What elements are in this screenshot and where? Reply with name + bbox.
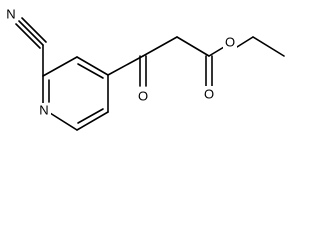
atom-label-ester-ether-o: O [223, 34, 237, 50]
atom-label-ketone-o: O [136, 88, 150, 104]
structure-diagram: N N O O O [4, 6, 285, 131]
ring-bond-c2-c3 [42, 56, 78, 77]
ester-ether-oxygen-label: O [225, 35, 235, 50]
ring-to-ketone-bond [107, 55, 144, 76]
ring-bond-c6-n1 [49, 112, 78, 131]
ester-to-ether-o-bond [208, 46, 225, 57]
ring-bond-c3-c4 [76, 56, 109, 76]
ring-bond-c5-c6 [76, 111, 109, 131]
ch2-to-ester-bond [176, 36, 210, 57]
ring-nitrogen-label: N [39, 103, 48, 118]
nitrile-nitrogen-label: N [6, 7, 15, 22]
keto-ester-chain [107, 36, 285, 87]
ring-bond-c3-c4-inner [77, 63, 104, 79]
nitrile-group [15, 17, 47, 77]
ethyl-bond [252, 36, 285, 57]
ester-carbonyl-oxygen-label: O [204, 87, 214, 102]
nitrile-triple-bond-3 [21, 17, 47, 43]
ring-bond-c5-c6-inner [77, 108, 104, 124]
atom-label-nitrile-n: N [4, 6, 18, 22]
ketone-to-ch2-bond [142, 36, 178, 57]
nitrile-triple-bond-1 [18, 20, 44, 46]
ether-o-to-ch2-bond [236, 36, 254, 48]
nitrile-triple-bond-2 [15, 23, 41, 49]
atom-label-ring-n: N [37, 103, 51, 118]
ketone-oxygen-label: O [138, 89, 148, 104]
pyridine-ring [42, 56, 109, 131]
atom-label-ester-carbonyl-o: O [202, 86, 216, 102]
